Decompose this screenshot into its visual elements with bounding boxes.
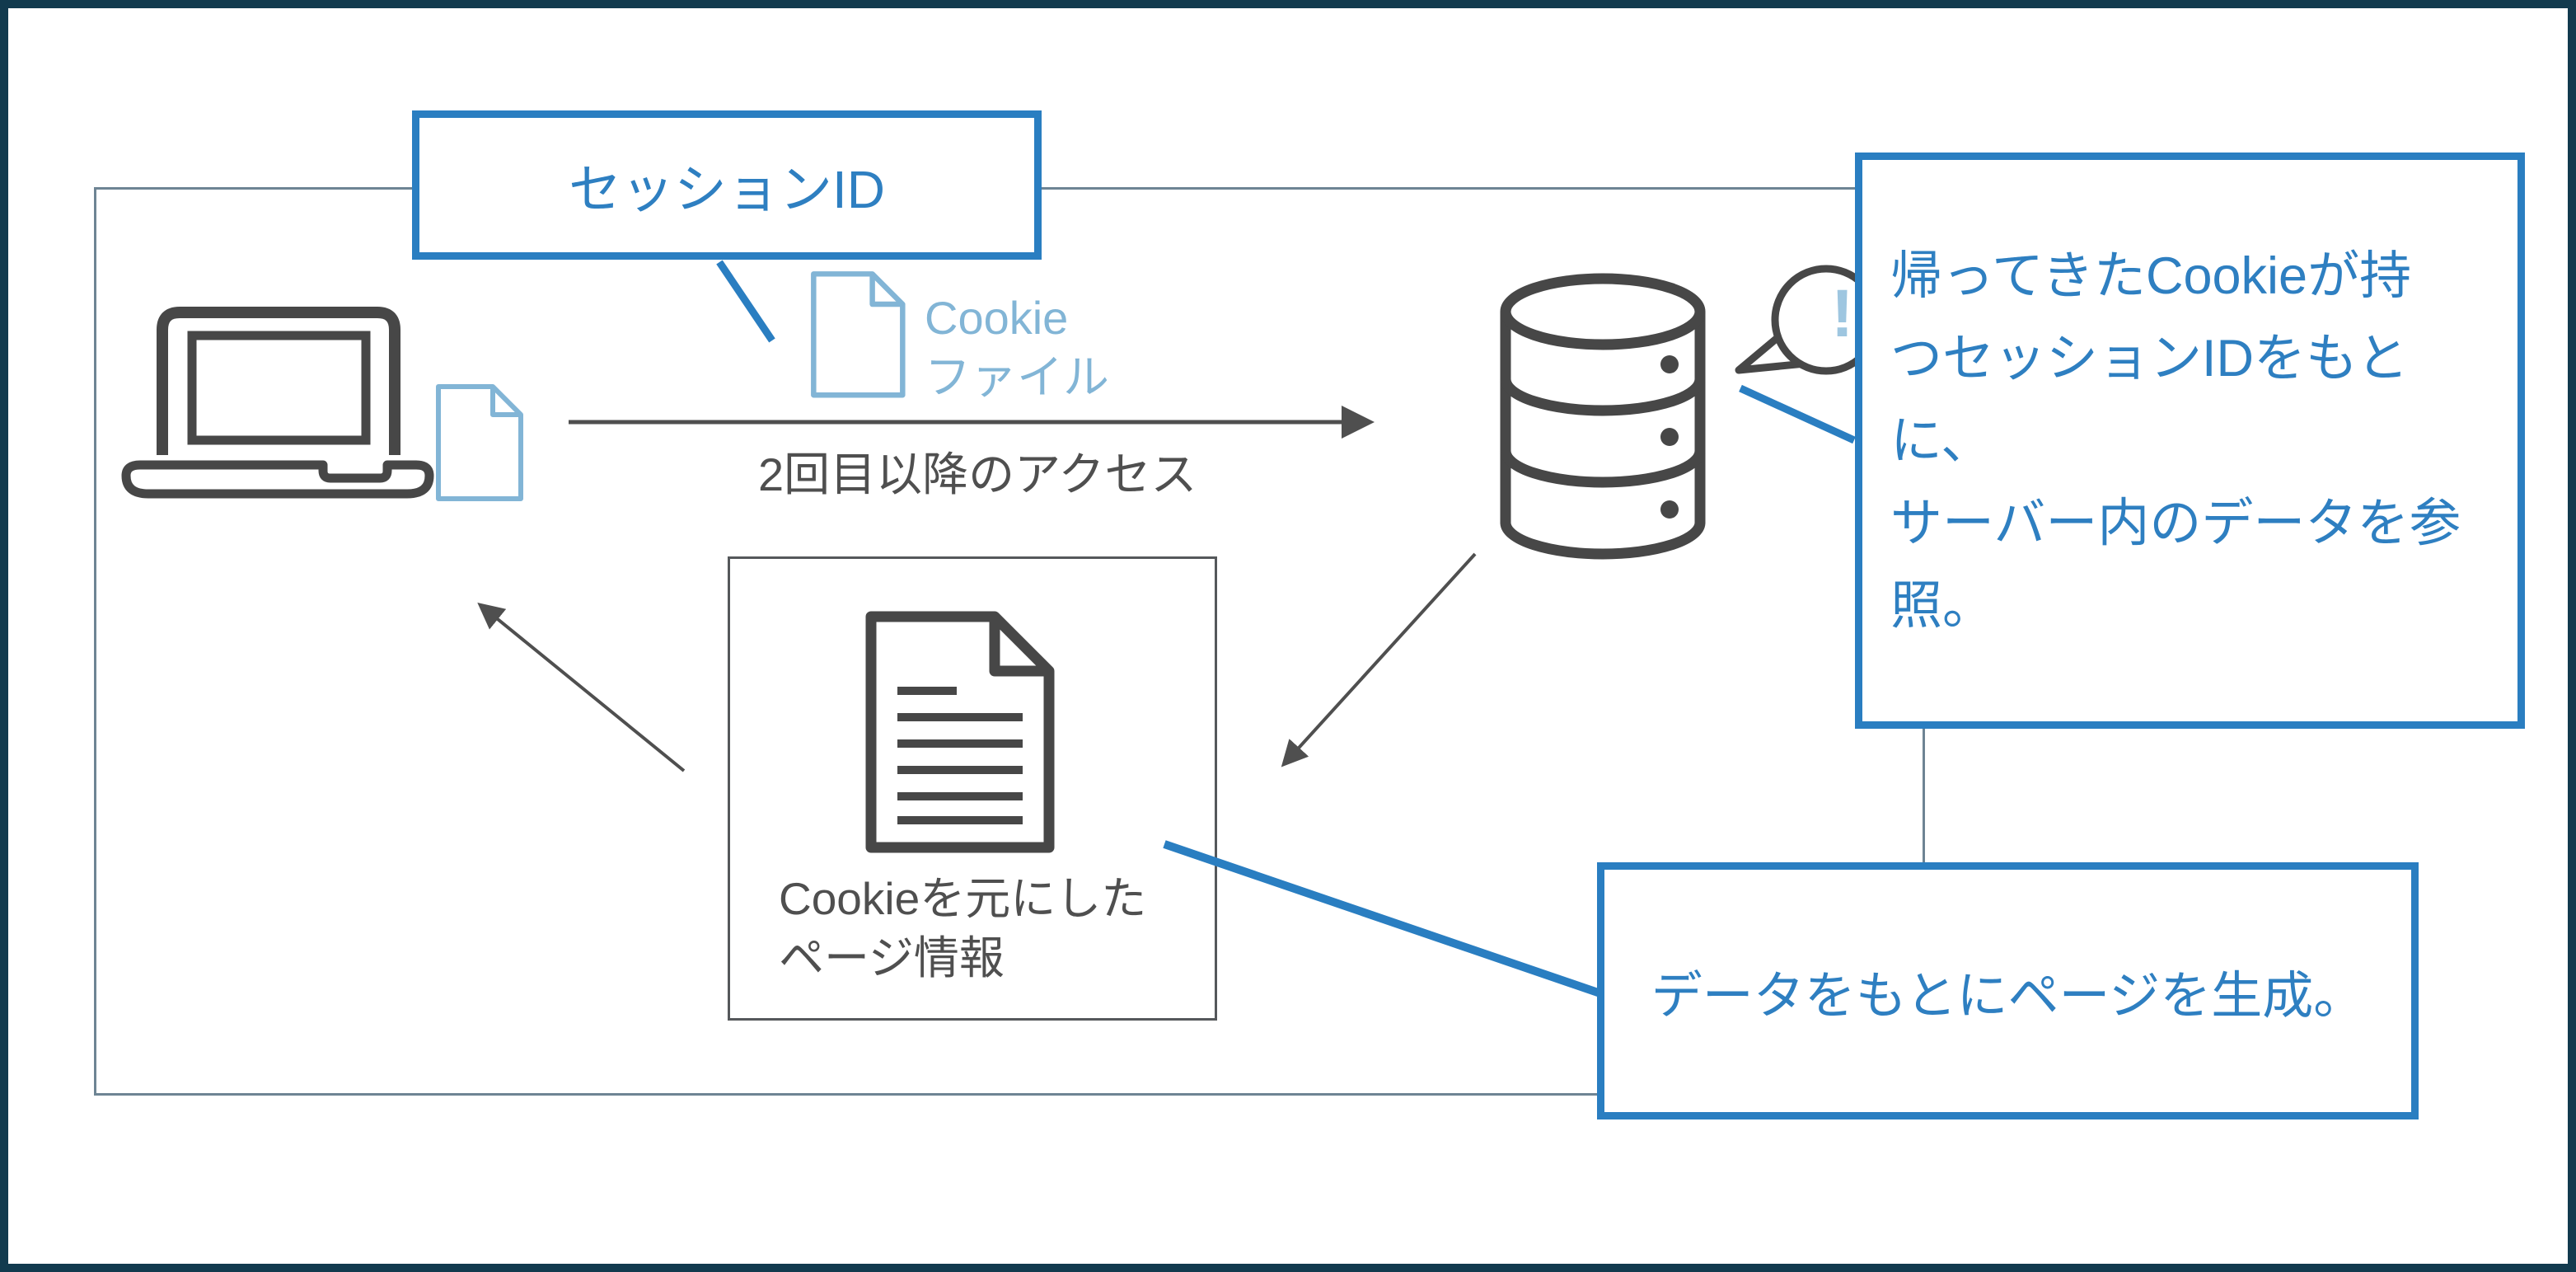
server-callout-pointer-line [1739,384,1856,444]
page-generation-callout-text: データをもとにページを生成。 [1651,968,2365,1025]
document-page-icon [865,611,1055,853]
server-lookup-callout-text: 帰ってきたCookieが持 つセッションIDをもとに、 サーバー内のデータを参 … [1890,246,2461,635]
page-document-box: Cookieを元にした ページ情報 [728,556,1217,1021]
database-server-icon [1500,273,1706,560]
access-arrow-label: 2回目以降のアクセス [758,448,1197,500]
generate-callout-pointer-line [1163,840,1602,997]
cookie-file-label: Cookie ファイル [925,292,1109,403]
session-id-callout: セッションID [412,110,1042,260]
server-lookup-callout: 帰ってきたCookieが持 つセッションIDをもとに、 サーバー内のデータを参 … [1855,153,2525,729]
arrow-up-left-icon [477,602,686,772]
session-id-callout-label: セッションID [569,159,885,219]
cookie-file-icon [436,384,523,501]
cookie-file-icon [811,271,906,398]
page-generation-callout: データをもとにページを生成。 [1597,862,2419,1119]
arrow-down-left-icon [1281,552,1477,767]
document-box-label: Cookieを元にした ページ情報 [779,873,1147,983]
exclamation-mark: ! [1831,276,1854,351]
session-callout-pointer-line [716,260,775,343]
laptop-icon [121,307,434,499]
